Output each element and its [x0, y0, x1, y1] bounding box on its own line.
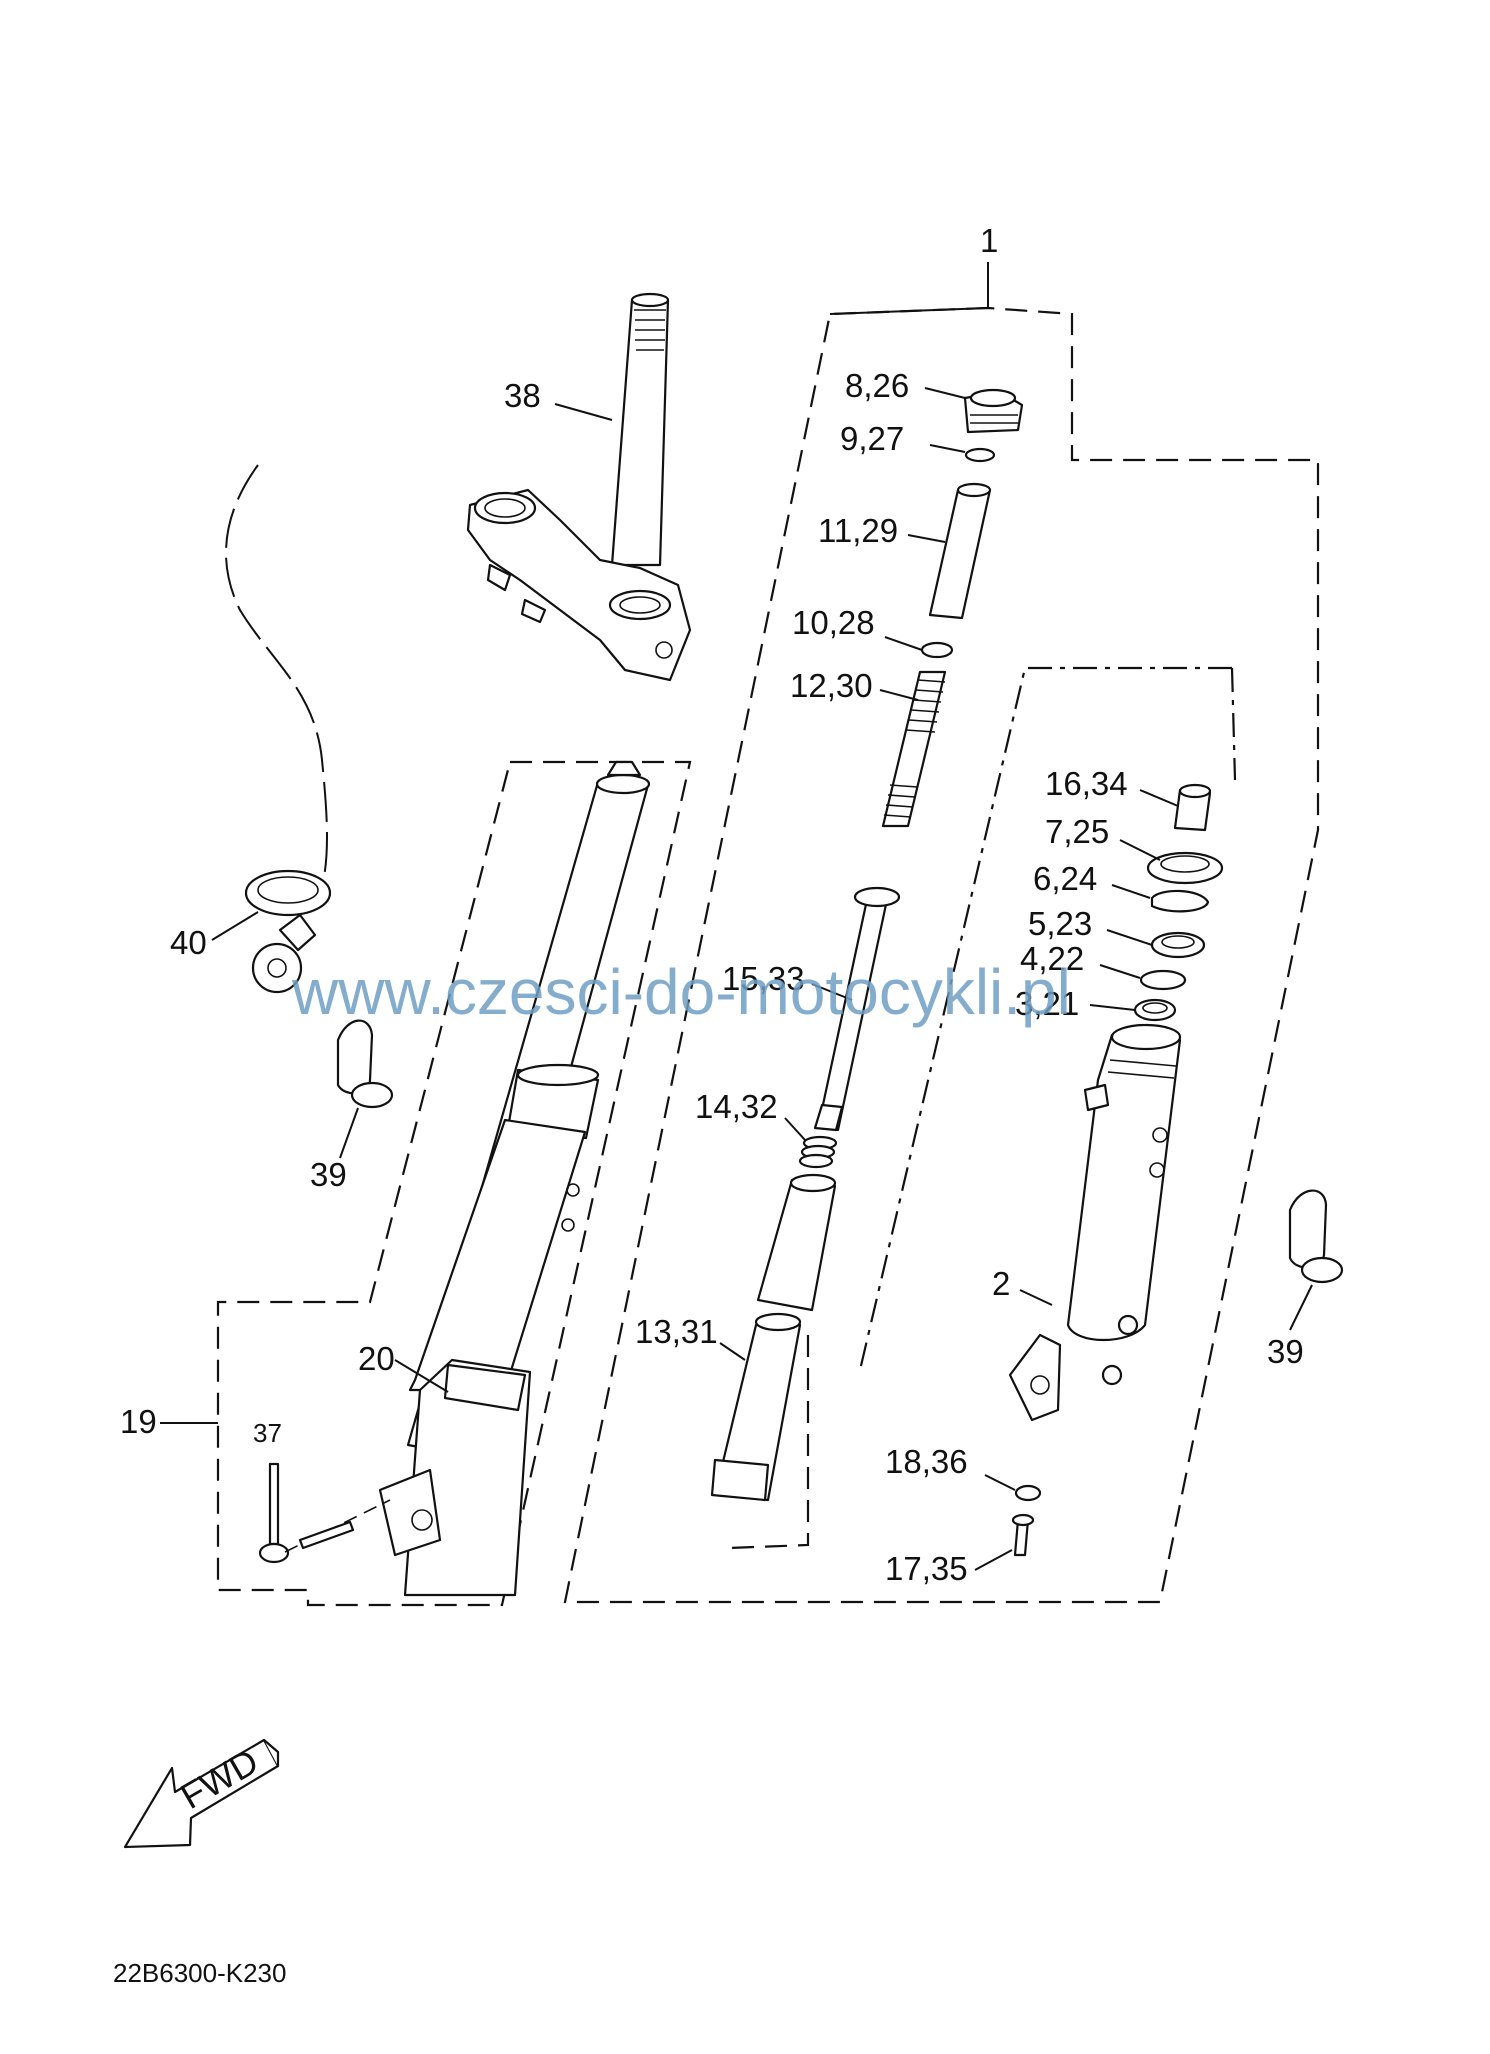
part-label-10-28: 10,28: [792, 604, 875, 641]
part-label-17-35: 17,35: [885, 1550, 968, 1587]
rebound-spring-icon: [798, 1135, 838, 1169]
bolt-17-icon: [1011, 1513, 1035, 1557]
part-label-14-32: 14,32: [695, 1088, 778, 1125]
diagram-code: 22B6300-K230: [113, 1958, 286, 1988]
leader-3-21: [1089, 1004, 1136, 1011]
o-ring-icon: [964, 447, 996, 463]
part-label-2: 2: [992, 1265, 1010, 1302]
assembly-1-dashed-outline: [563, 306, 1320, 1604]
damper-rod-icon: [813, 886, 901, 1132]
part-label-40: 40: [170, 924, 207, 961]
part-label-3-21: 3,21: [1015, 985, 1079, 1022]
part-label-37: 37: [253, 1418, 282, 1448]
guide-bushing-icon: [1133, 998, 1177, 1022]
leader-7-25: [1119, 839, 1161, 861]
leader-11-29: [907, 534, 946, 543]
inner-tube-dashed-outline: [727, 1335, 810, 1550]
leader-2: [1019, 1289, 1053, 1306]
leader-15-33: [811, 983, 853, 1001]
cable-line: [225, 464, 328, 896]
bolt-37-icon: [258, 1462, 391, 1564]
spacer-tube-icon: [928, 482, 992, 620]
washer-icon: [920, 641, 954, 659]
part-label-8-26: 8,26: [845, 367, 909, 404]
assembly-19-dashed-outline: [216, 760, 692, 1607]
leader-14-32: [784, 1117, 806, 1141]
leader-17-35: [974, 1549, 1013, 1571]
part-label-1: 1: [980, 222, 998, 259]
leader-8-26: [924, 387, 966, 399]
part-label-38: 38: [504, 377, 541, 414]
leader-10-28: [884, 636, 923, 651]
outer-tube-dashdot-outline: [858, 666, 1237, 1371]
part-label-5-23: 5,23: [1028, 905, 1092, 942]
steering-stem-icon: [610, 292, 670, 567]
reflector-right-icon: [1288, 1189, 1344, 1284]
watermark: www.czesci-do-motocykli.pl: [291, 956, 1071, 1028]
leader-9-27: [929, 444, 966, 453]
part-label-16-34: 16,34: [1045, 765, 1128, 802]
part-label-19: 19: [120, 1403, 157, 1440]
fork-leg-left-icon: [378, 760, 651, 1597]
part-label-12-30: 12,30: [790, 667, 873, 704]
leader-38: [554, 403, 613, 421]
gasket-icon: [1014, 1484, 1042, 1502]
part-label-11-29: 11,29: [818, 512, 898, 549]
leader-5-23: [1106, 929, 1153, 946]
oil-seal-icon: [1150, 931, 1206, 959]
fork-spring-icon: [881, 670, 947, 828]
leader-4-22: [1099, 964, 1141, 979]
reflector-left-icon: [336, 1019, 394, 1109]
leader-18-36: [984, 1474, 1016, 1491]
leader-6-24: [1111, 884, 1151, 899]
assembly-1-bracket: [829, 262, 989, 315]
fwd-arrow-icon: FWD: [123, 1738, 280, 1849]
leader-13-31: [719, 1342, 746, 1361]
part-label-4-22: 4,22: [1020, 940, 1084, 977]
part-label-20: 20: [358, 1340, 395, 1377]
leader-39-left: [339, 1107, 359, 1159]
slide-bushing-icon: [1173, 783, 1212, 832]
leader-16-34: [1139, 789, 1179, 807]
leader-40: [211, 911, 259, 941]
outer-tube-icon: [1008, 1023, 1182, 1422]
under-bracket-icon: [466, 488, 692, 682]
part-label-6-24: 6,24: [1033, 860, 1097, 897]
leader-39-right: [1289, 1284, 1313, 1331]
part-label-39-left: 39: [310, 1156, 347, 1193]
part-label-7-25: 7,25: [1045, 813, 1109, 850]
dust-seal-icon: [1146, 851, 1224, 885]
leader-12-30: [879, 689, 919, 701]
part-label-9-27: 9,27: [840, 420, 904, 457]
washer-4-icon: [1139, 969, 1187, 991]
part-label-18-36: 18,36: [885, 1443, 968, 1480]
cable-clamp-icon: [244, 869, 332, 994]
leader-20: [394, 1359, 449, 1393]
part-label-13-31: 13,31: [635, 1313, 718, 1350]
inner-tube-icon: [710, 1173, 837, 1502]
stopper-ring-icon: [1150, 889, 1210, 913]
cap-bolt-icon: [963, 388, 1024, 434]
part-label-15-33: 15,33: [722, 960, 805, 997]
part-label-39-right: 39: [1267, 1333, 1304, 1370]
